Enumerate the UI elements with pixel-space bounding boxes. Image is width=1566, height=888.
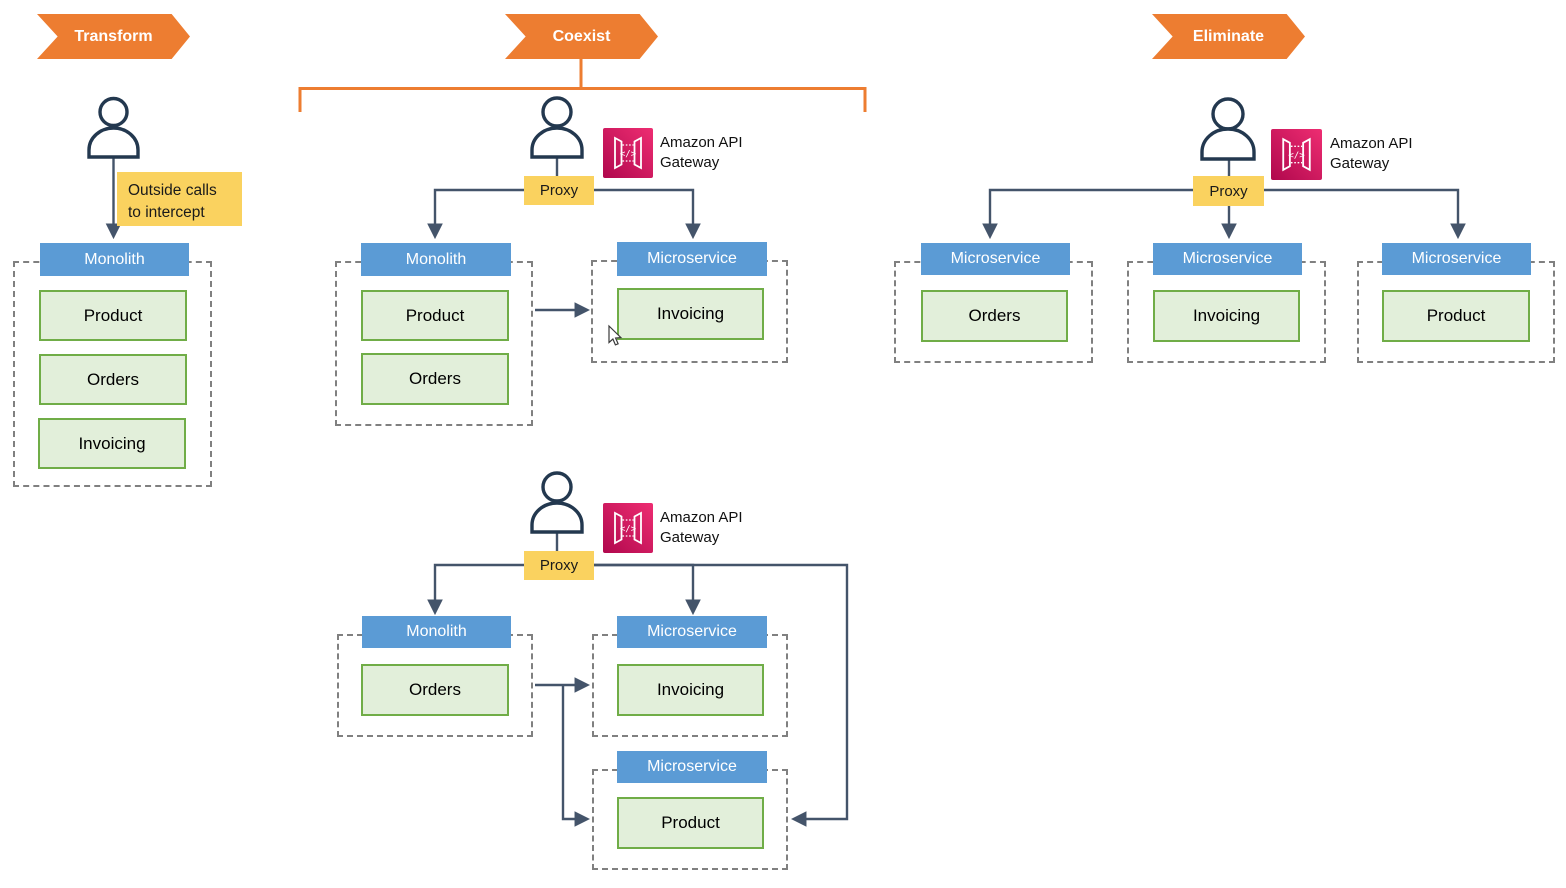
note-line: Outside calls — [128, 182, 217, 199]
person-icon — [87, 96, 140, 159]
module-label: Product — [83, 305, 143, 325]
api-gateway-label-line: Gateway — [660, 529, 720, 546]
module-invoicing: Invoicing — [617, 288, 764, 340]
transform-monolith-header: Monolith — [40, 243, 189, 276]
card-header-label: Microservice — [647, 758, 737, 775]
module-product: Product — [361, 290, 509, 341]
api-gateway-icon: </> — [1271, 129, 1322, 180]
phase-label: Eliminate — [1192, 27, 1265, 45]
api-gateway-label-line: Gateway — [1330, 155, 1390, 172]
arrow-proxy1-to-monolith — [427, 188, 524, 240]
card-header-label: Microservice — [647, 623, 737, 640]
api-gateway-label: Amazon API Gateway — [1330, 134, 1450, 174]
module-label: Orders — [409, 369, 461, 388]
card-header-label: Monolith — [84, 250, 145, 268]
proxy-label: Proxy — [1209, 182, 1248, 200]
note-line: to intercept — [128, 204, 205, 221]
svg-text:</>: </> — [620, 525, 637, 535]
module-orders: Orders — [361, 353, 509, 405]
api-gateway-label: Amazon API Gateway — [660, 133, 780, 173]
phase-label: Transform — [74, 27, 153, 45]
module-label: Invoicing — [1192, 306, 1261, 325]
note-outside-calls: Outside calls to intercept — [117, 172, 242, 226]
arrow-proxy2-to-monolith — [427, 563, 524, 616]
module-label: Product — [1426, 306, 1486, 325]
module-label: Product — [405, 305, 465, 325]
module-invoicing: Invoicing — [617, 664, 764, 716]
coexist1-microservice-header: Microservice — [617, 242, 767, 276]
card-header-label: Microservice — [647, 250, 737, 267]
module-label: Orders — [87, 369, 139, 389]
person-icon — [530, 96, 584, 159]
api-gateway-icon: </> — [603, 128, 653, 178]
proxy-box: Proxy — [524, 176, 594, 205]
module-product: Product — [617, 797, 764, 849]
api-gateway-icon: </> — [603, 503, 653, 553]
module-product: Product — [39, 290, 187, 341]
module-orders: Orders — [39, 354, 187, 405]
svg-text:</>: </> — [1288, 150, 1305, 161]
svg-text:</>: </> — [620, 150, 637, 160]
coexist2-monolith-header: Monolith — [362, 616, 511, 648]
proxy-label: Proxy — [539, 182, 579, 199]
eliminate-microservice-product-header: Microservice — [1382, 243, 1531, 275]
person-icon — [530, 471, 584, 534]
api-gateway-label-line: Amazon API — [1330, 135, 1413, 152]
person-icon — [1200, 97, 1256, 161]
module-label: Invoicing — [656, 304, 725, 323]
arrow-proxy1-to-microservice — [594, 188, 701, 240]
eliminate-microservice-orders-header: Microservice — [921, 243, 1070, 275]
card-header-label: Monolith — [405, 250, 467, 268]
phase-banner-coexist: Coexist — [505, 14, 658, 59]
api-gateway-label-line: Amazon API — [660, 509, 743, 526]
module-product: Product — [1382, 290, 1530, 342]
module-invoicing: Invoicing — [1153, 290, 1300, 342]
module-label: Orders — [968, 306, 1021, 325]
module-label: Invoicing — [656, 680, 725, 699]
coexist1-monolith-header: Monolith — [361, 243, 511, 276]
arrow-proxy3-to-orders — [982, 188, 1193, 240]
card-header-label: Microservice — [1182, 250, 1273, 267]
module-label: Product — [661, 813, 720, 832]
coexist-bracket — [298, 59, 867, 112]
api-gateway-label-line: Amazon API — [660, 134, 743, 151]
api-gateway-label-line: Gateway — [660, 154, 720, 171]
coexist2-microservice-product-header: Microservice — [617, 751, 767, 783]
arrow-orders-to-product — [561, 685, 591, 827]
arrow-proxy2-to-invoicing — [594, 563, 701, 616]
api-gateway-label: Amazon API Gateway — [660, 508, 780, 548]
phase-label: Coexist — [552, 27, 611, 45]
module-label: Orders — [409, 680, 461, 699]
phase-banner-eliminate: Eliminate — [1152, 14, 1305, 59]
proxy-box: Proxy — [524, 551, 594, 580]
proxy-label: Proxy — [539, 557, 579, 574]
eliminate-microservice-invoicing-header: Microservice — [1153, 243, 1302, 275]
card-header-label: Monolith — [406, 623, 467, 640]
module-invoicing: Invoicing — [38, 418, 186, 469]
module-label: Invoicing — [78, 433, 146, 453]
proxy-box: Proxy — [1193, 176, 1264, 206]
phase-banner-transform: Transform — [37, 14, 190, 59]
arrow-proxy3-to-product — [1264, 188, 1466, 240]
module-orders: Orders — [921, 290, 1068, 342]
card-header-label: Microservice — [1411, 250, 1502, 267]
coexist2-microservice-invoicing-header: Microservice — [617, 616, 767, 648]
module-orders: Orders — [361, 664, 509, 716]
card-header-label: Microservice — [950, 250, 1041, 267]
